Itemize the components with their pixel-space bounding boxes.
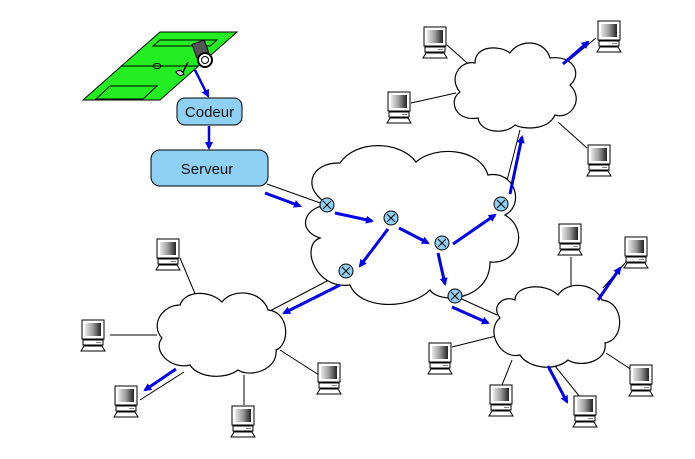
routers	[319, 196, 509, 304]
computer-icon	[113, 385, 139, 418]
server-label: Serveur	[181, 161, 234, 178]
router-icon	[434, 235, 450, 251]
encoder-box: Codeur	[176, 97, 243, 126]
computer-icon	[427, 342, 453, 375]
computer-icon	[80, 319, 106, 352]
router-icon	[493, 196, 509, 212]
computer-icon	[623, 236, 649, 269]
computer-icon	[316, 362, 342, 395]
multicast-flow-arrows	[143, 40, 622, 404]
computer-icon	[628, 364, 654, 397]
computer-icon	[155, 238, 181, 271]
encoder-label: Codeur	[185, 104, 234, 121]
router-icon	[383, 210, 399, 226]
computer-icon	[230, 405, 256, 438]
computer-icon	[572, 395, 598, 428]
computer-icon	[586, 144, 612, 177]
server-box: Serveur	[150, 149, 269, 187]
subnet-top-right-cloud	[453, 42, 577, 132]
computer-icon	[422, 26, 448, 59]
router-icon	[338, 263, 354, 279]
computer-icon	[557, 223, 583, 256]
flow-arrow	[193, 69, 210, 98]
subnet-bottom-left-cloud	[156, 292, 287, 377]
core-network-cloud	[305, 145, 520, 306]
computer-icon	[488, 384, 514, 417]
computer-icon	[386, 91, 412, 124]
router-icon	[447, 288, 463, 304]
soccer-field-camera-icon	[81, 31, 239, 101]
subnet-bottom-right-cloud	[493, 284, 621, 368]
computer-icon	[596, 20, 622, 53]
router-icon	[319, 197, 335, 213]
